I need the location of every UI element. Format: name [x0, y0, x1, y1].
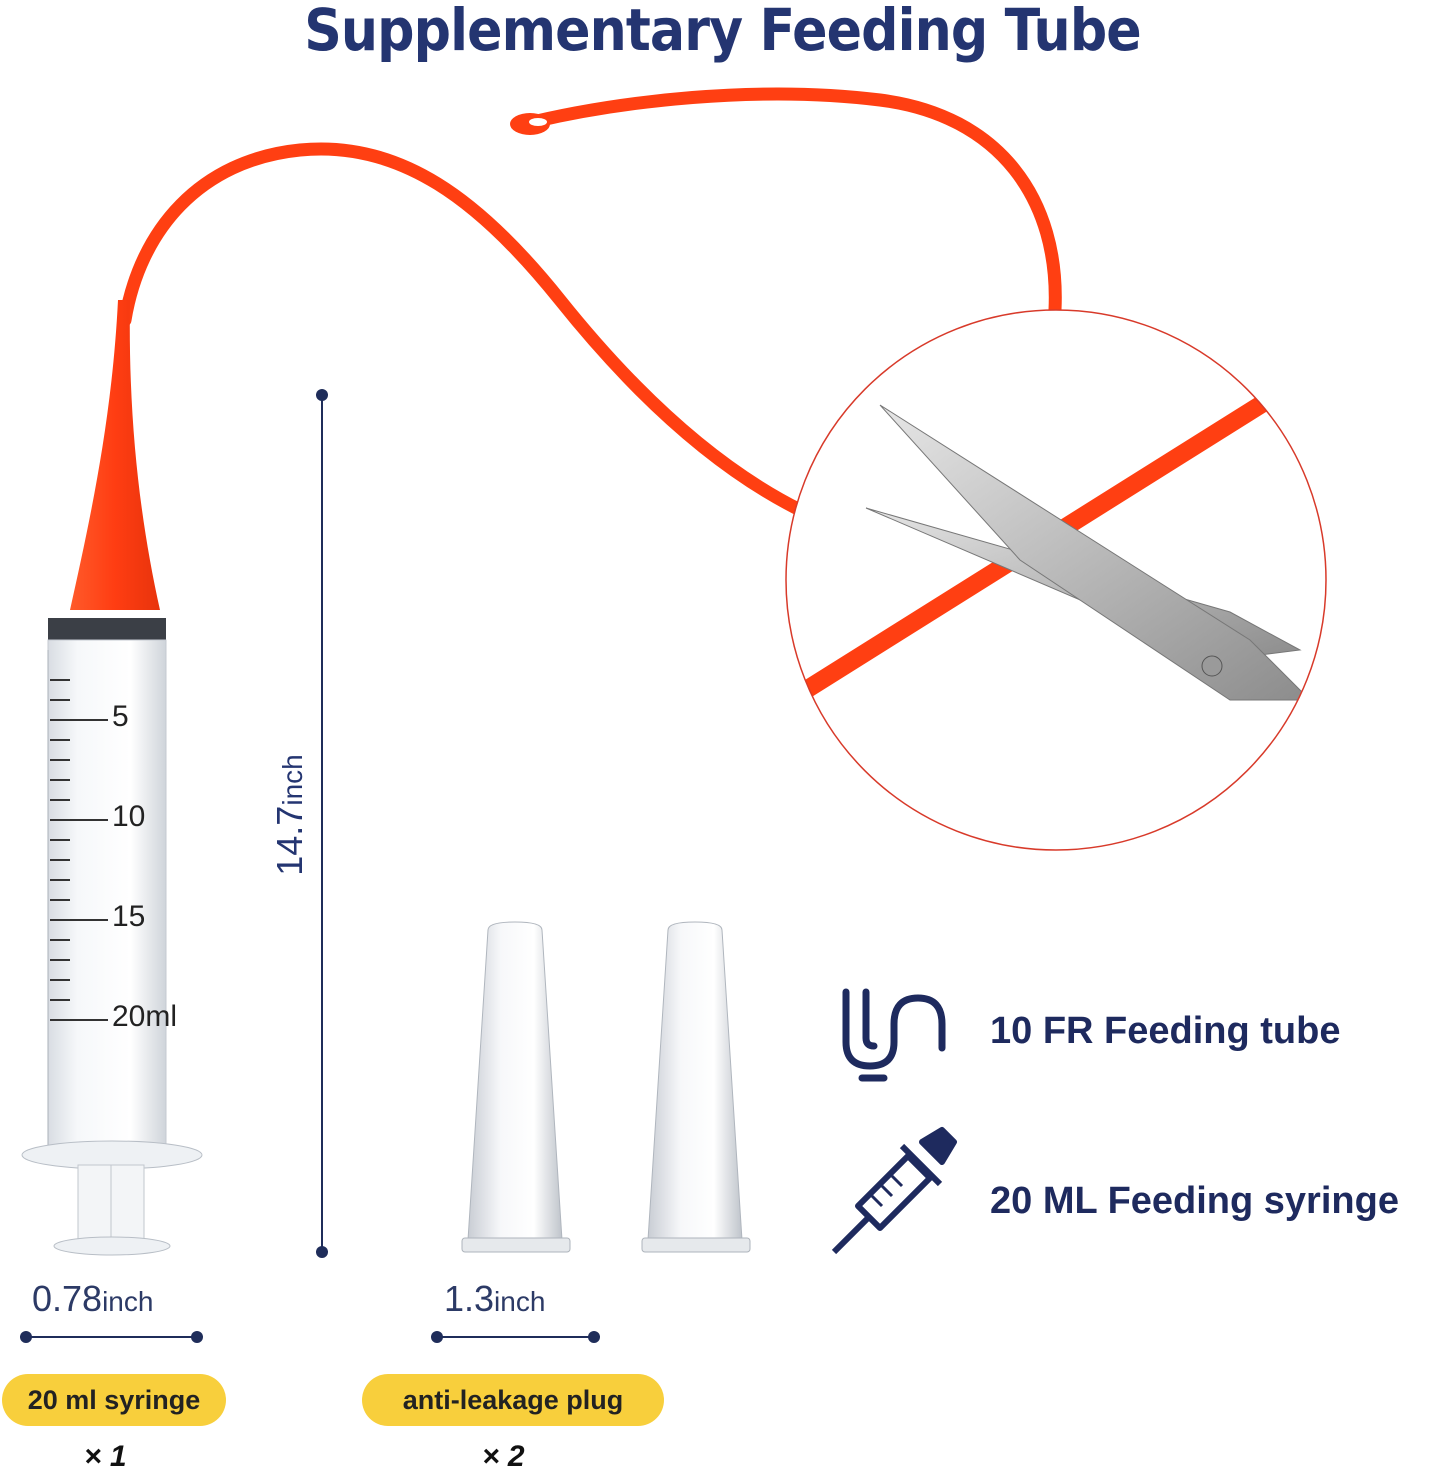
- page-title: Supplementary Feeding Tube: [304, 0, 1141, 64]
- syringe-icon: [831, 1127, 957, 1255]
- syringe-width-value: 0.78: [32, 1278, 103, 1319]
- syringe-width-unit: inch: [102, 1286, 154, 1317]
- scale-mark-5: 5: [112, 700, 129, 733]
- plug-quantity: × 2: [482, 1440, 525, 1473]
- scale-mark-15: 15: [112, 900, 146, 933]
- cut-detail-circle: [785, 309, 1327, 851]
- feeding-tube-icon: [842, 988, 946, 1082]
- feeding-tube-feature-label: 10 FR Feeding tube: [990, 1010, 1341, 1052]
- plug-width-line: [431, 1331, 600, 1343]
- plug-item-badge: anti-leakage plug: [362, 1374, 664, 1426]
- plug-width-unit: inch: [494, 1286, 546, 1317]
- feeding-syringe-feature-label: 20 ML Feeding syringe: [990, 1180, 1399, 1222]
- syringe-width-label: 0.78inch: [32, 1278, 153, 1320]
- height-value: 14.7: [269, 805, 310, 876]
- syringe: [21, 618, 203, 1256]
- height-dimension-line: [316, 389, 328, 1258]
- plug-width-value: 1.3: [444, 1278, 495, 1319]
- height-unit: inch: [277, 754, 308, 806]
- anti-leakage-plug-1: [461, 921, 571, 1253]
- height-dimension-label: 14.7inch: [269, 705, 311, 925]
- syringe-quantity: × 1: [84, 1440, 127, 1473]
- feeding-tube: [70, 87, 1062, 610]
- scale-mark-20: 20ml: [112, 1000, 178, 1033]
- anti-leakage-plug-2: [641, 921, 751, 1253]
- plug-width-label: 1.3inch: [444, 1278, 545, 1320]
- syringe-item-badge: 20 ml syringe: [2, 1374, 226, 1426]
- syringe-width-line: [20, 1331, 203, 1343]
- scale-mark-10: 10: [112, 800, 146, 833]
